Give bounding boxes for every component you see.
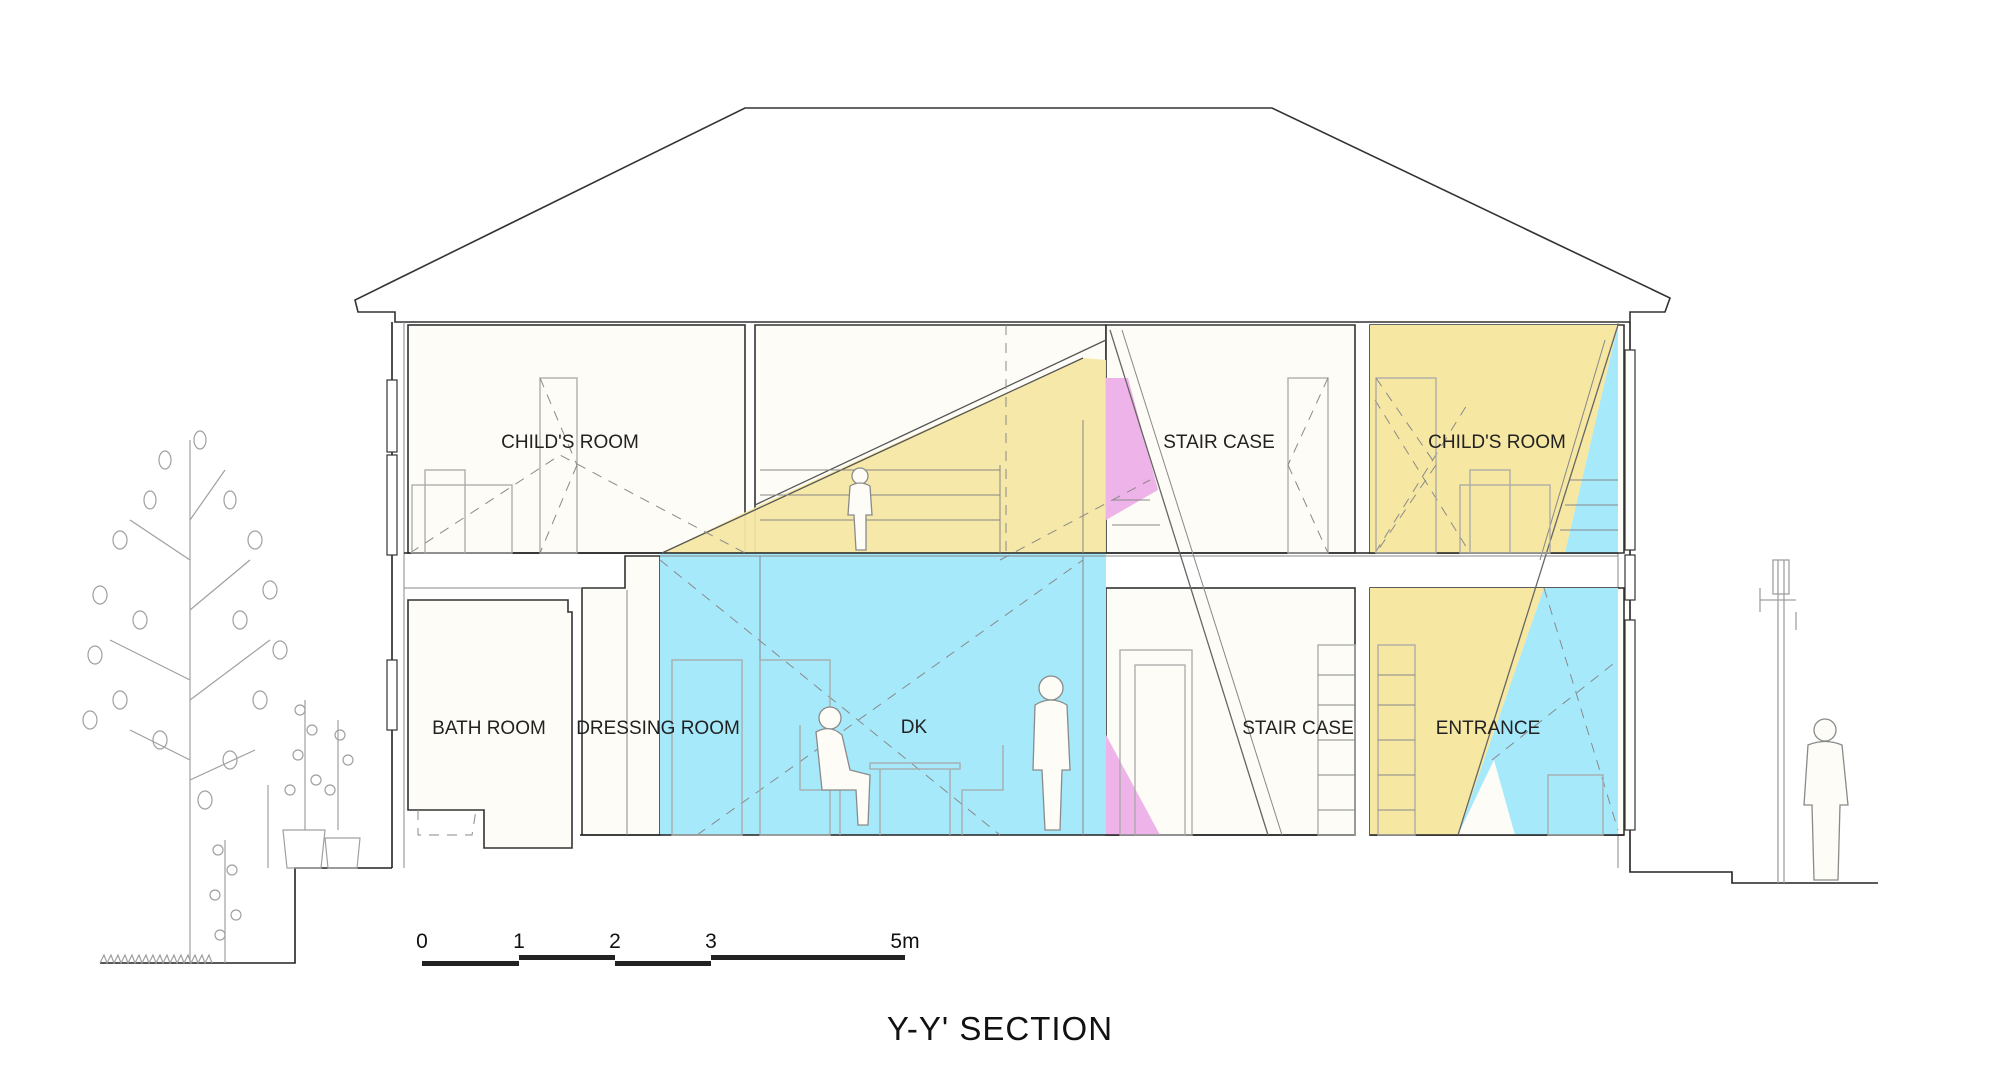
scale-tick-0: 0 xyxy=(416,930,428,953)
person-standing-dk xyxy=(1032,675,1071,831)
room-labels: CHILD'S ROOM STAIR CASE CHILD'S ROOM BAT… xyxy=(432,432,1566,739)
exterior-walls xyxy=(100,322,1878,964)
human-figures xyxy=(815,467,1849,881)
scale-tick-3: 3 xyxy=(705,930,717,953)
yellow-plane-upper xyxy=(662,358,1106,553)
roof xyxy=(354,107,1671,323)
scale-tick-5m: 5m xyxy=(890,930,919,953)
label-childs-room-right: CHILD'S ROOM xyxy=(1428,432,1566,453)
label-bath-room: BATH ROOM xyxy=(432,718,546,739)
blue-plane-right-lower xyxy=(1458,588,1618,835)
tree-illustration xyxy=(82,430,288,963)
detail-lines xyxy=(404,324,1624,836)
label-stair-case-upper: STAIR CASE xyxy=(1163,432,1275,453)
scale-tick-2: 2 xyxy=(609,930,621,953)
yellow-plane-right-lower xyxy=(1370,588,1544,835)
blue-dk-volume xyxy=(660,553,1106,835)
label-stair-case-lower: STAIR CASE xyxy=(1242,718,1354,739)
person-seated-dk xyxy=(815,706,871,826)
label-entrance: ENTRANCE xyxy=(1436,718,1541,739)
person-outside xyxy=(1803,718,1849,881)
label-dk: DK xyxy=(901,717,928,738)
scale-tick-1: 1 xyxy=(513,930,525,953)
pink-plane-upper xyxy=(1106,378,1158,520)
potted-plants xyxy=(99,700,361,965)
drawing-title: Y-Y' SECTION xyxy=(887,1010,1113,1047)
scale-bar: 0 1 2 3 5m xyxy=(416,930,920,966)
label-childs-room-left: CHILD'S ROOM xyxy=(501,432,639,453)
color-fields xyxy=(660,325,1618,835)
person-upper-walkway xyxy=(847,467,873,551)
yellow-plane-right-upper xyxy=(1370,325,1618,553)
label-dressing-room: DRESSING ROOM xyxy=(576,718,740,739)
street-lamp xyxy=(1759,559,1797,883)
blue-plane-right-upper xyxy=(1565,325,1618,553)
